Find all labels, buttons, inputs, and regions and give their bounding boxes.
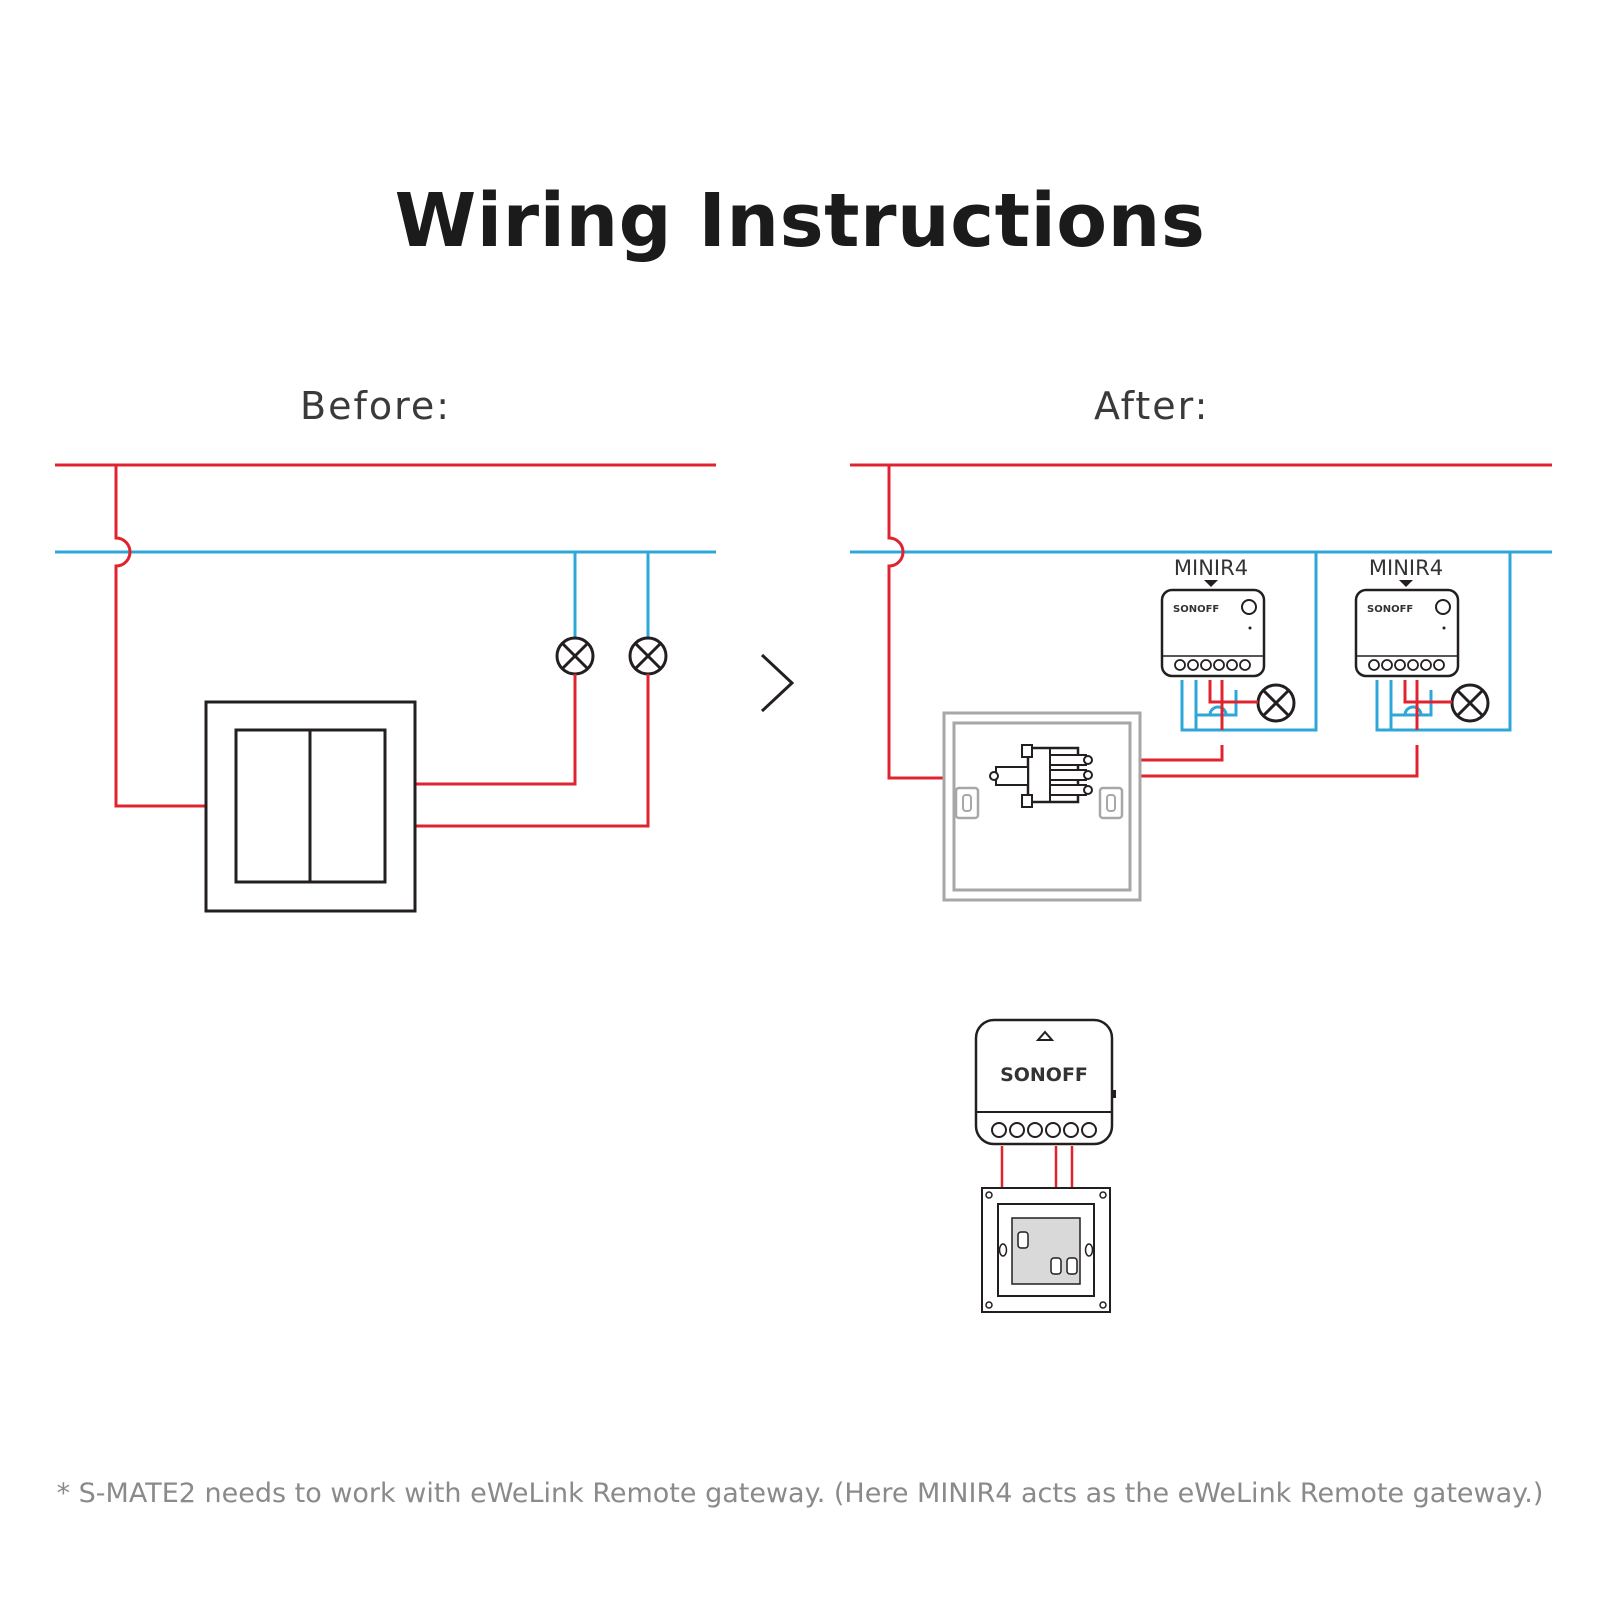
module-2-neutral-wires: [1389, 680, 1433, 730]
wall-switch-icon: [942, 711, 1142, 902]
live-drop-after: [887, 465, 944, 780]
wall-switch-icon: [204, 700, 417, 913]
wall-switch-icon: [981, 1187, 1111, 1313]
module-2-live-out: [1403, 680, 1452, 704]
neutral-loop-module-2: [1375, 552, 1512, 732]
minir4-module-2: MINIR4 SONOFF: [1354, 556, 1460, 678]
after-diagram: MINIR4 SONOFF MINIR4 SONOFF: [850, 463, 1552, 902]
sonoff-module-icon: [1160, 588, 1266, 678]
lamp-icon: [1450, 683, 1490, 723]
gateway-detail: SONOFF: [974, 1018, 1116, 1313]
module-1-neutral-wires: [1194, 680, 1238, 730]
module-1-live-in: [1136, 680, 1224, 762]
sonoff-module-icon: SONOFF: [974, 1018, 1116, 1146]
neutral-loop-module-1: [1180, 552, 1318, 732]
before-label: Before:: [300, 384, 452, 428]
minir4-module-1: MINIR4 SONOFF: [1160, 556, 1266, 678]
device-label-1: MINIR4: [1174, 556, 1248, 580]
lamp-icon: [628, 636, 668, 676]
module-brand-1: SONOFF: [1173, 604, 1219, 615]
device-label-2: MINIR4: [1369, 556, 1443, 580]
footnote: * S-MATE2 needs to work with eWeLink Rem…: [56, 1478, 1544, 1509]
switched-live-2: [415, 674, 650, 828]
lamp-icon: [1256, 683, 1296, 723]
module-2-neutral-hop: [1403, 705, 1423, 716]
after-label: After:: [1094, 384, 1210, 428]
switched-live-1: [415, 674, 577, 786]
module-1-neutral-hop: [1208, 705, 1228, 716]
module-2-live-in: [1136, 680, 1419, 778]
live-drop-before: [114, 465, 206, 808]
module-brand-2: SONOFF: [1367, 604, 1413, 615]
sonoff-module-icon: [1354, 588, 1460, 678]
lamp-icon: [555, 636, 595, 676]
arrow-right-icon: [760, 653, 795, 713]
before-diagram: [55, 463, 716, 913]
module-1-live-out: [1208, 680, 1258, 704]
page-title: Wiring Instructions: [394, 178, 1206, 264]
gateway-brand: SONOFF: [1000, 1064, 1088, 1086]
